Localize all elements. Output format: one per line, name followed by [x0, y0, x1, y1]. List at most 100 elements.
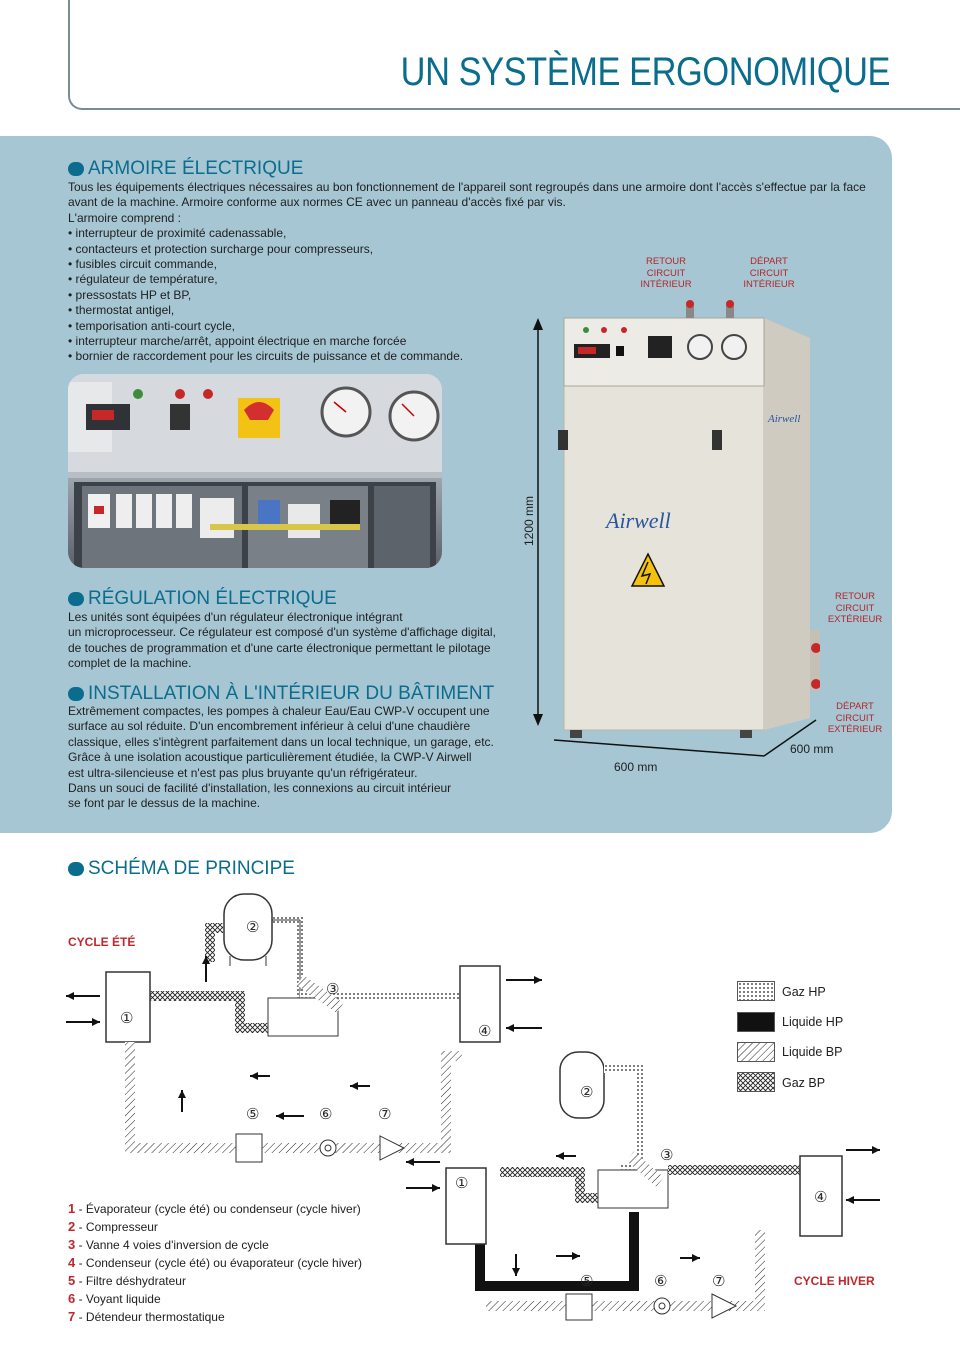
legend-swatch-gaz-hp — [737, 981, 775, 1001]
hatch-pattern-icon — [738, 1043, 774, 1061]
heat-pump-unit-illustration: Airwell — [533, 300, 820, 757]
component-label: - Détendeur thermostatique — [78, 1310, 225, 1324]
callout-line: DÉPART — [836, 701, 874, 712]
component-label: - Évaporateur (cycle été) ou condenseur … — [78, 1202, 361, 1216]
armoire-intro-line-1: Tous les équipements électriques nécessa… — [68, 180, 866, 194]
component-item: 6 - Voyant liquide — [68, 1290, 362, 1308]
armoire-list-item: interrupteur de proximité cadenassable, — [68, 226, 868, 241]
component-label: - Condenseur (cycle été) ou évaporateur … — [78, 1256, 363, 1270]
marker-evaporator: ① — [120, 1010, 134, 1027]
regulation-body: Les unités sont équipées d'un régulateur… — [68, 610, 528, 672]
component-number: 5 — [68, 1273, 76, 1288]
bullet-dot-icon — [68, 592, 84, 606]
callout-line: RETOUR — [835, 591, 875, 602]
component-number: 6 — [68, 1291, 76, 1306]
bullet-dot-icon — [68, 862, 84, 876]
marker-compressor-winter: ② — [580, 1084, 594, 1101]
component-item: 7 - Détendeur thermostatique — [68, 1308, 362, 1326]
regulation-line: un microprocesseur. Ce régulateur est co… — [68, 625, 496, 640]
marker-expansion-valve-winter: ⑦ — [712, 1273, 726, 1290]
callout-line: CIRCUIT — [749, 267, 789, 279]
armoire-list-item: contacteurs et protection surcharge pour… — [68, 242, 868, 257]
page-title: UN SYSTÈME ERGONOMIQUE — [400, 50, 891, 94]
callout-depart-exterieur: DÉPART CIRCUIT EXTÉRIEUR — [822, 701, 888, 736]
armoire-list-item: thermostat antigel, — [68, 303, 868, 318]
regulation-line: de touches de programmation et d'une car… — [68, 640, 491, 655]
cycle-ete-diagram — [66, 893, 542, 1163]
armoire-intro-line-2: avant de la machine. Armoire conforme au… — [68, 195, 566, 210]
callout-line: RETOUR — [646, 256, 686, 267]
marker-valve: ③ — [326, 981, 340, 998]
marker-sight-glass: ⑥ — [319, 1106, 333, 1123]
schema-title-text: SCHÉMA DE PRINCIPE — [88, 858, 295, 879]
legend-swatch-liquide-hp — [737, 1012, 775, 1032]
installation-title-text: INSTALLATION À L'INTÉRIEUR DU BÂTIMENT — [88, 683, 495, 704]
callout-retour-exterieur: RETOUR CIRCUIT EXTÉRIEUR — [822, 591, 888, 626]
marker-condenser: ④ — [478, 1023, 492, 1040]
installation-line: classique, elles s'intègrent parfaitemen… — [68, 734, 494, 749]
callout-line: CIRCUIT — [835, 602, 875, 614]
callout-line: INTÉRIEUR — [640, 279, 692, 290]
schema-section-title: SCHÉMA DE PRINCIPE — [68, 858, 295, 880]
cycle-hiver-diagram — [406, 1051, 880, 1321]
regulation-section-title: RÉGULATION ÉLECTRIQUE — [68, 588, 337, 610]
crosshatch-pattern-icon — [738, 1073, 774, 1091]
component-label: - Vanne 4 voies d'inversion de cycle — [78, 1238, 269, 1252]
component-label: - Voyant liquide — [78, 1292, 161, 1306]
cabinet-illustration — [68, 374, 442, 568]
armoire-title-text: ARMOIRE ÉLECTRIQUE — [88, 158, 304, 179]
component-label: - Compresseur — [78, 1220, 158, 1234]
armoire-section-title: ARMOIRE ÉLECTRIQUE — [68, 158, 303, 180]
callout-line: EXTÉRIEUR — [827, 614, 883, 625]
armoire-list-item: interrupteur marche/arrêt, appoint élect… — [68, 334, 868, 349]
installation-line: Dans un souci de facilité d'installation… — [68, 781, 452, 796]
marker-filter: ⑤ — [246, 1106, 260, 1123]
installation-section-title: INSTALLATION À L'INTÉRIEUR DU BÂTIMENT — [68, 683, 494, 705]
callout-line: DÉPART — [750, 256, 788, 267]
brand-logo: Airwell — [606, 508, 671, 533]
installation-line: se font par le dessus de la machine. — [68, 796, 261, 811]
callout-line: INTÉRIEUR — [743, 279, 795, 290]
legend-label: Gaz HP — [782, 985, 826, 999]
marker-valve-winter: ③ — [660, 1147, 674, 1164]
refrigeration-schematic — [66, 893, 880, 1321]
armoire-list-item: temporisation anti-court cycle, — [68, 319, 868, 334]
armoire-list-item: fusibles circuit commande, — [68, 257, 868, 272]
callout-line: CIRCUIT — [646, 267, 686, 279]
component-number: 7 — [68, 1309, 76, 1324]
marker-condenser-winter: ④ — [814, 1189, 828, 1206]
marker-sight-glass-winter: ⑥ — [654, 1273, 668, 1290]
regulation-title-text: RÉGULATION ÉLECTRIQUE — [88, 588, 337, 609]
component-item: 3 - Vanne 4 voies d'inversion de cycle — [68, 1236, 362, 1254]
regulation-line: Les unités sont équipées d'un régulateur… — [68, 610, 403, 624]
legend-swatch-liquide-bp — [737, 1042, 775, 1062]
installation-line: Extrêmement compactes, les pompes à chal… — [68, 704, 490, 718]
cycle-hiver-label: CYCLE HIVER — [794, 1274, 875, 1288]
component-number: 3 — [68, 1237, 76, 1252]
marker-expansion-valve: ⑦ — [378, 1106, 392, 1123]
dimension-height: 1200 mm — [522, 495, 536, 546]
marker-filter-winter: ⑤ — [580, 1273, 594, 1290]
dimension-width: 600 mm — [614, 760, 658, 774]
installation-body: Extrêmement compactes, les pompes à chal… — [68, 704, 528, 812]
marker-compressor: ② — [246, 919, 260, 936]
side-brand-logo: Airwell — [767, 413, 800, 425]
component-item: 2 - Compresseur — [68, 1218, 362, 1236]
cycle-ete-label: CYCLE ÉTÉ — [68, 935, 136, 949]
component-label: - Filtre déshydrateur — [78, 1274, 186, 1288]
legend-label: Gaz BP — [782, 1076, 826, 1090]
component-item: 1 - Évaporateur (cycle été) ou condenseu… — [68, 1200, 362, 1218]
armoire-list-item: pressostats HP et BP, — [68, 288, 868, 303]
armoire-lead: L'armoire comprend : — [68, 210, 182, 225]
callout-line: CIRCUIT — [835, 712, 875, 724]
armoire-list: interrupteur de proximité cadenassable, … — [68, 226, 868, 365]
component-number: 4 — [68, 1255, 76, 1270]
legend-swatch-gaz-bp — [737, 1072, 775, 1092]
armoire-list-item: bornier de raccordement pour les circuit… — [68, 349, 868, 364]
bullet-dot-icon — [68, 162, 84, 176]
callout-depart-interieur: DÉPART CIRCUIT INTÉRIEUR — [738, 256, 800, 291]
component-item: 5 - Filtre déshydrateur — [68, 1272, 362, 1290]
regulation-line: complet de la machine. — [68, 656, 192, 671]
installation-line: est ultra-silencieuse et n'est pas plus … — [68, 765, 418, 780]
component-item: 4 - Condenseur (cycle été) ou évaporateu… — [68, 1254, 362, 1272]
